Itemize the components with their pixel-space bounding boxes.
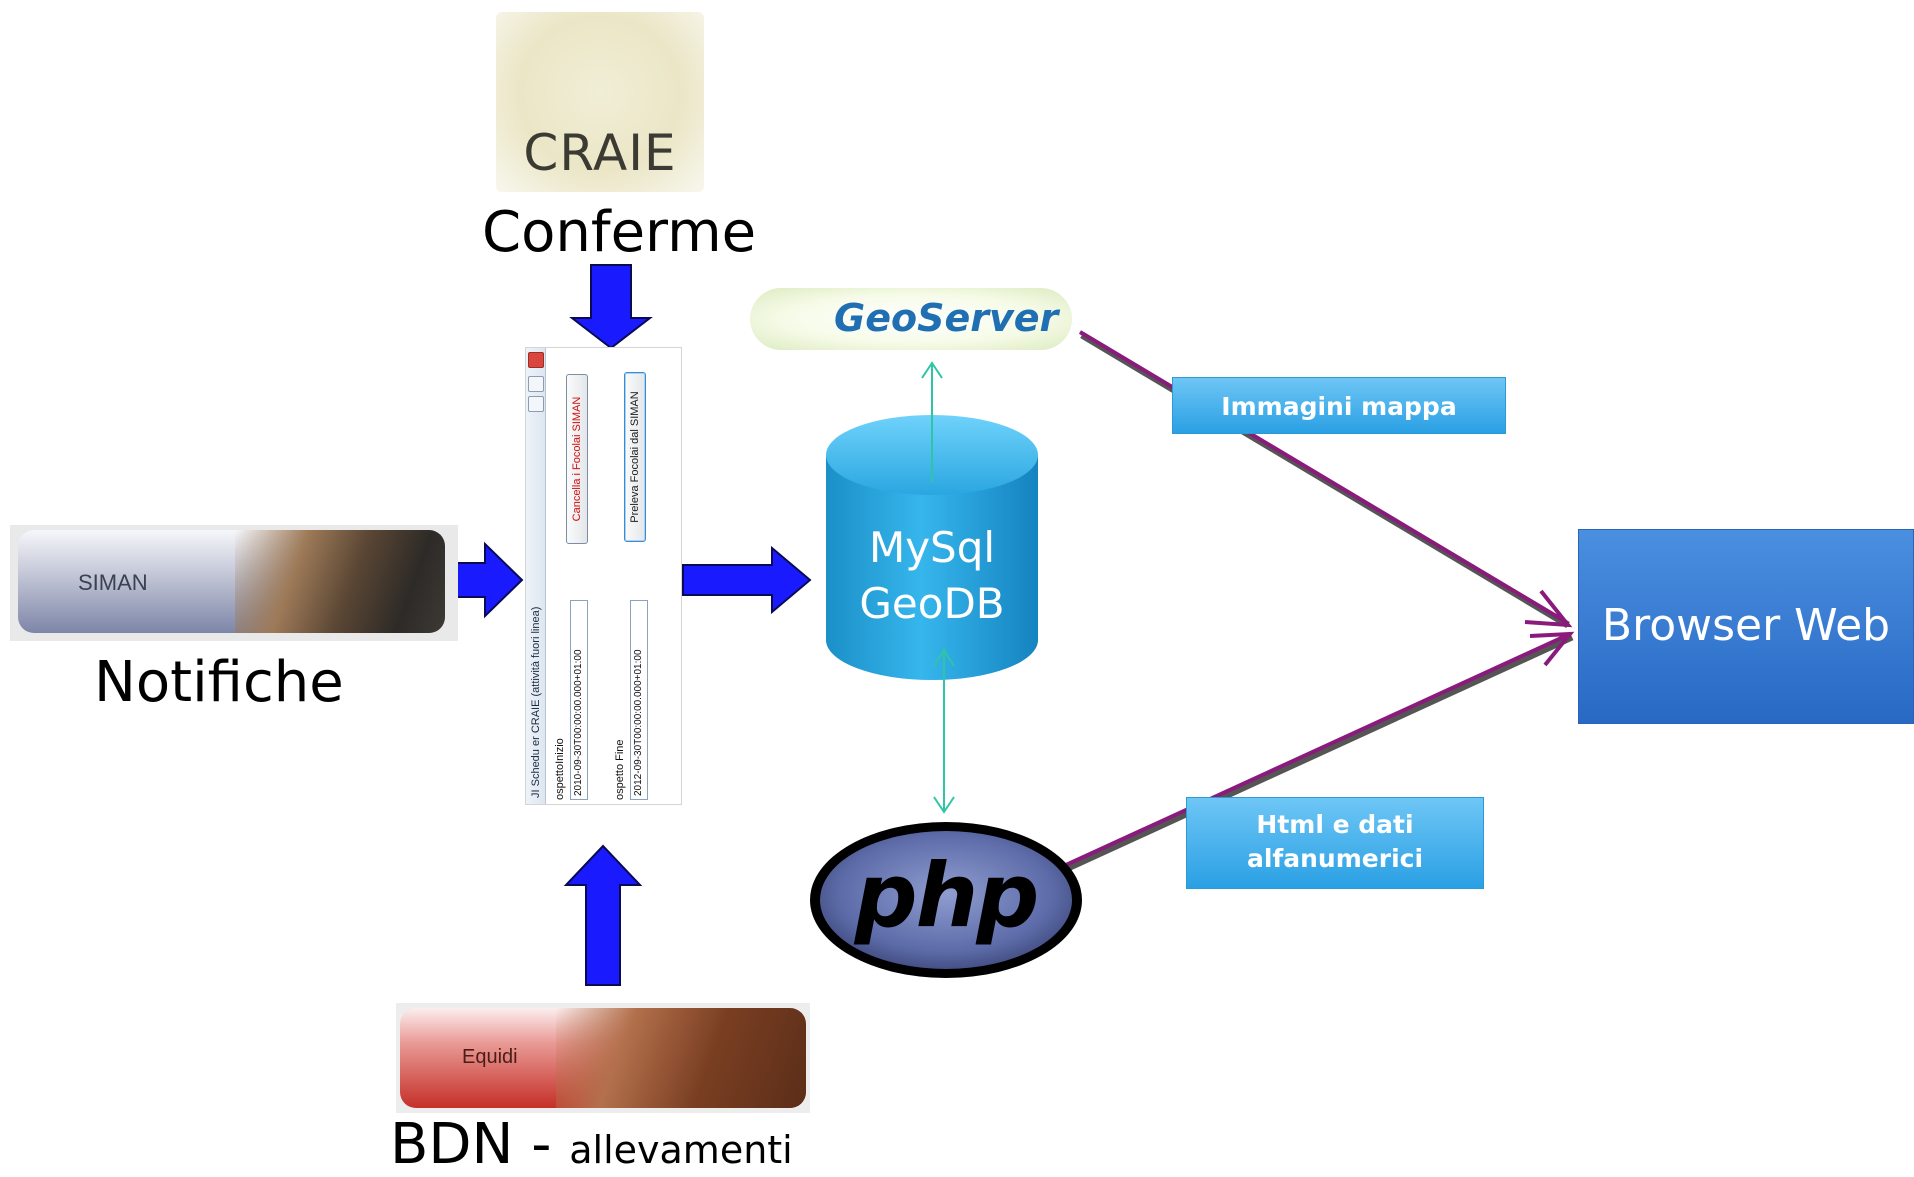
- scheduler-window: JI Schedu er CRAIE (attività fuori linea…: [526, 348, 681, 804]
- end-date-label: ospetto Fine: [614, 739, 626, 800]
- bdn-label-sub: allevamenti: [569, 1128, 793, 1172]
- equidi-banner-photo: [556, 1008, 806, 1108]
- start-date-input[interactable]: 2010-09-30T00:00:00.000+01:00: [570, 600, 588, 800]
- siman-banner-text: SIMAN: [78, 570, 148, 595]
- browser-web-box: Browser Web: [1578, 529, 1914, 724]
- db-php-link: [933, 648, 955, 814]
- db-geoserver-link: [921, 361, 943, 482]
- close-button[interactable]: [528, 352, 544, 368]
- fetch-outbreaks-button[interactable]: Preleva Focolai dal SIMAN: [624, 372, 646, 542]
- php-logo-text: php: [854, 844, 1040, 947]
- craie-logo-text: CRAIE: [523, 124, 677, 182]
- bdn-flow-arrow: [563, 844, 643, 986]
- geoserver-to-browser-arrow: [1078, 330, 1573, 629]
- mysql-cylinder: [826, 415, 1038, 680]
- delete-outbreaks-button[interactable]: Cancella i Focolai SIMAN: [566, 374, 588, 544]
- geoserver-logo-text: GeoServer: [834, 296, 1059, 340]
- db-label-line1: MySql: [868, 523, 996, 572]
- html-data-callout-line1: Html e dati: [1256, 810, 1414, 839]
- geoserver-logo: GeoServer: [750, 288, 1072, 350]
- db-label-line2: GeoDB: [859, 579, 1005, 628]
- equidi-banner-text: Equidi: [462, 1046, 518, 1068]
- map-images-callout: Immagini mappa: [1172, 377, 1506, 434]
- minimize-button[interactable]: [528, 396, 544, 412]
- notifiche-label: Notifiche: [94, 650, 344, 715]
- html-data-callout: Html e dati alfanumerici: [1186, 797, 1484, 889]
- end-date-input[interactable]: 2012-09-30T00:00:00.000+01:00: [630, 600, 648, 800]
- scheduler-title-bar: JI Schedu er CRAIE (attività fuori linea…: [526, 348, 546, 804]
- conferme-flow-arrow: [569, 264, 653, 350]
- equidi-banner: Equidi: [396, 1003, 810, 1113]
- siman-banner: SIMAN: [10, 525, 458, 641]
- siman-banner-photo: [235, 530, 445, 633]
- maximize-button[interactable]: [528, 376, 544, 392]
- craie-scheduler-screenshot: JI Schedu er CRAIE (attività fuori linea…: [525, 347, 682, 805]
- php-ellipse: [810, 822, 1082, 978]
- mysql-geodb-label: MySql GeoDB: [826, 520, 1038, 632]
- browser-web-label: Browser Web: [1601, 600, 1891, 651]
- php-logo: php: [810, 822, 1082, 978]
- scheduler-to-db-arrow: [682, 545, 812, 615]
- conferme-label: Conferme: [482, 200, 757, 265]
- bdn-label: BDN - allevamenti: [390, 1112, 793, 1177]
- siman-banner-pill: SIMAN: [18, 530, 445, 633]
- php-to-browser-arrow: [1065, 631, 1575, 872]
- start-date-label: ospettoInizio: [554, 738, 566, 800]
- html-data-callout-line2: alfanumerici: [1246, 844, 1424, 873]
- craie-logo: CRAIE: [496, 12, 704, 192]
- equidi-banner-pill: Equidi: [400, 1008, 806, 1108]
- bdn-label-main: BDN -: [390, 1112, 570, 1177]
- scheduler-title: JI Schedu er CRAIE (attività fuori linea…: [530, 606, 542, 798]
